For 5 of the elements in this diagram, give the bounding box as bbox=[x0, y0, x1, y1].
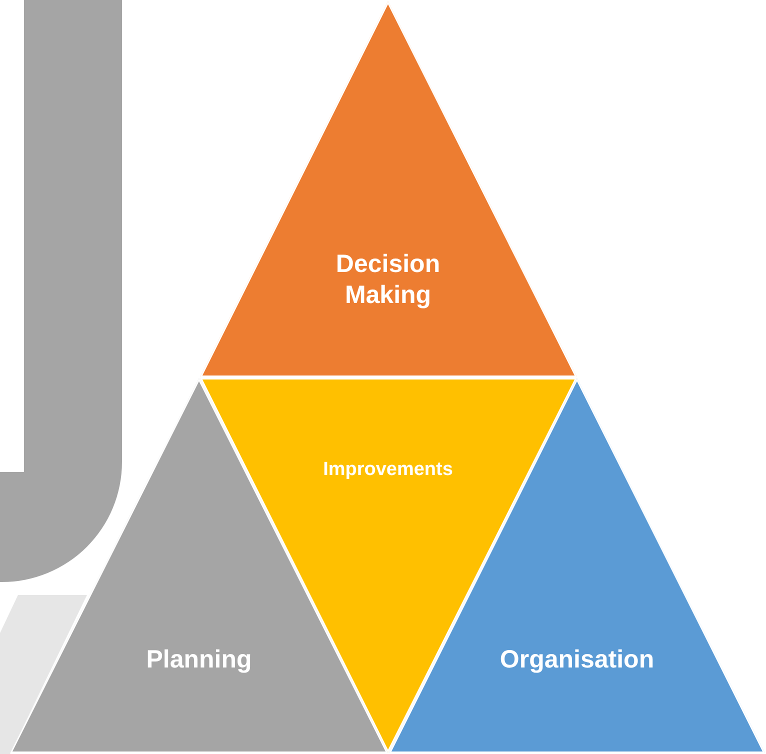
triangle-segment bbox=[199, 0, 578, 378]
segment-label: Decision Making bbox=[334, 248, 442, 311]
segment-label: Organisation bbox=[498, 644, 656, 676]
segment-label: Planning bbox=[145, 644, 253, 676]
segment-label: Improvements bbox=[322, 458, 454, 482]
